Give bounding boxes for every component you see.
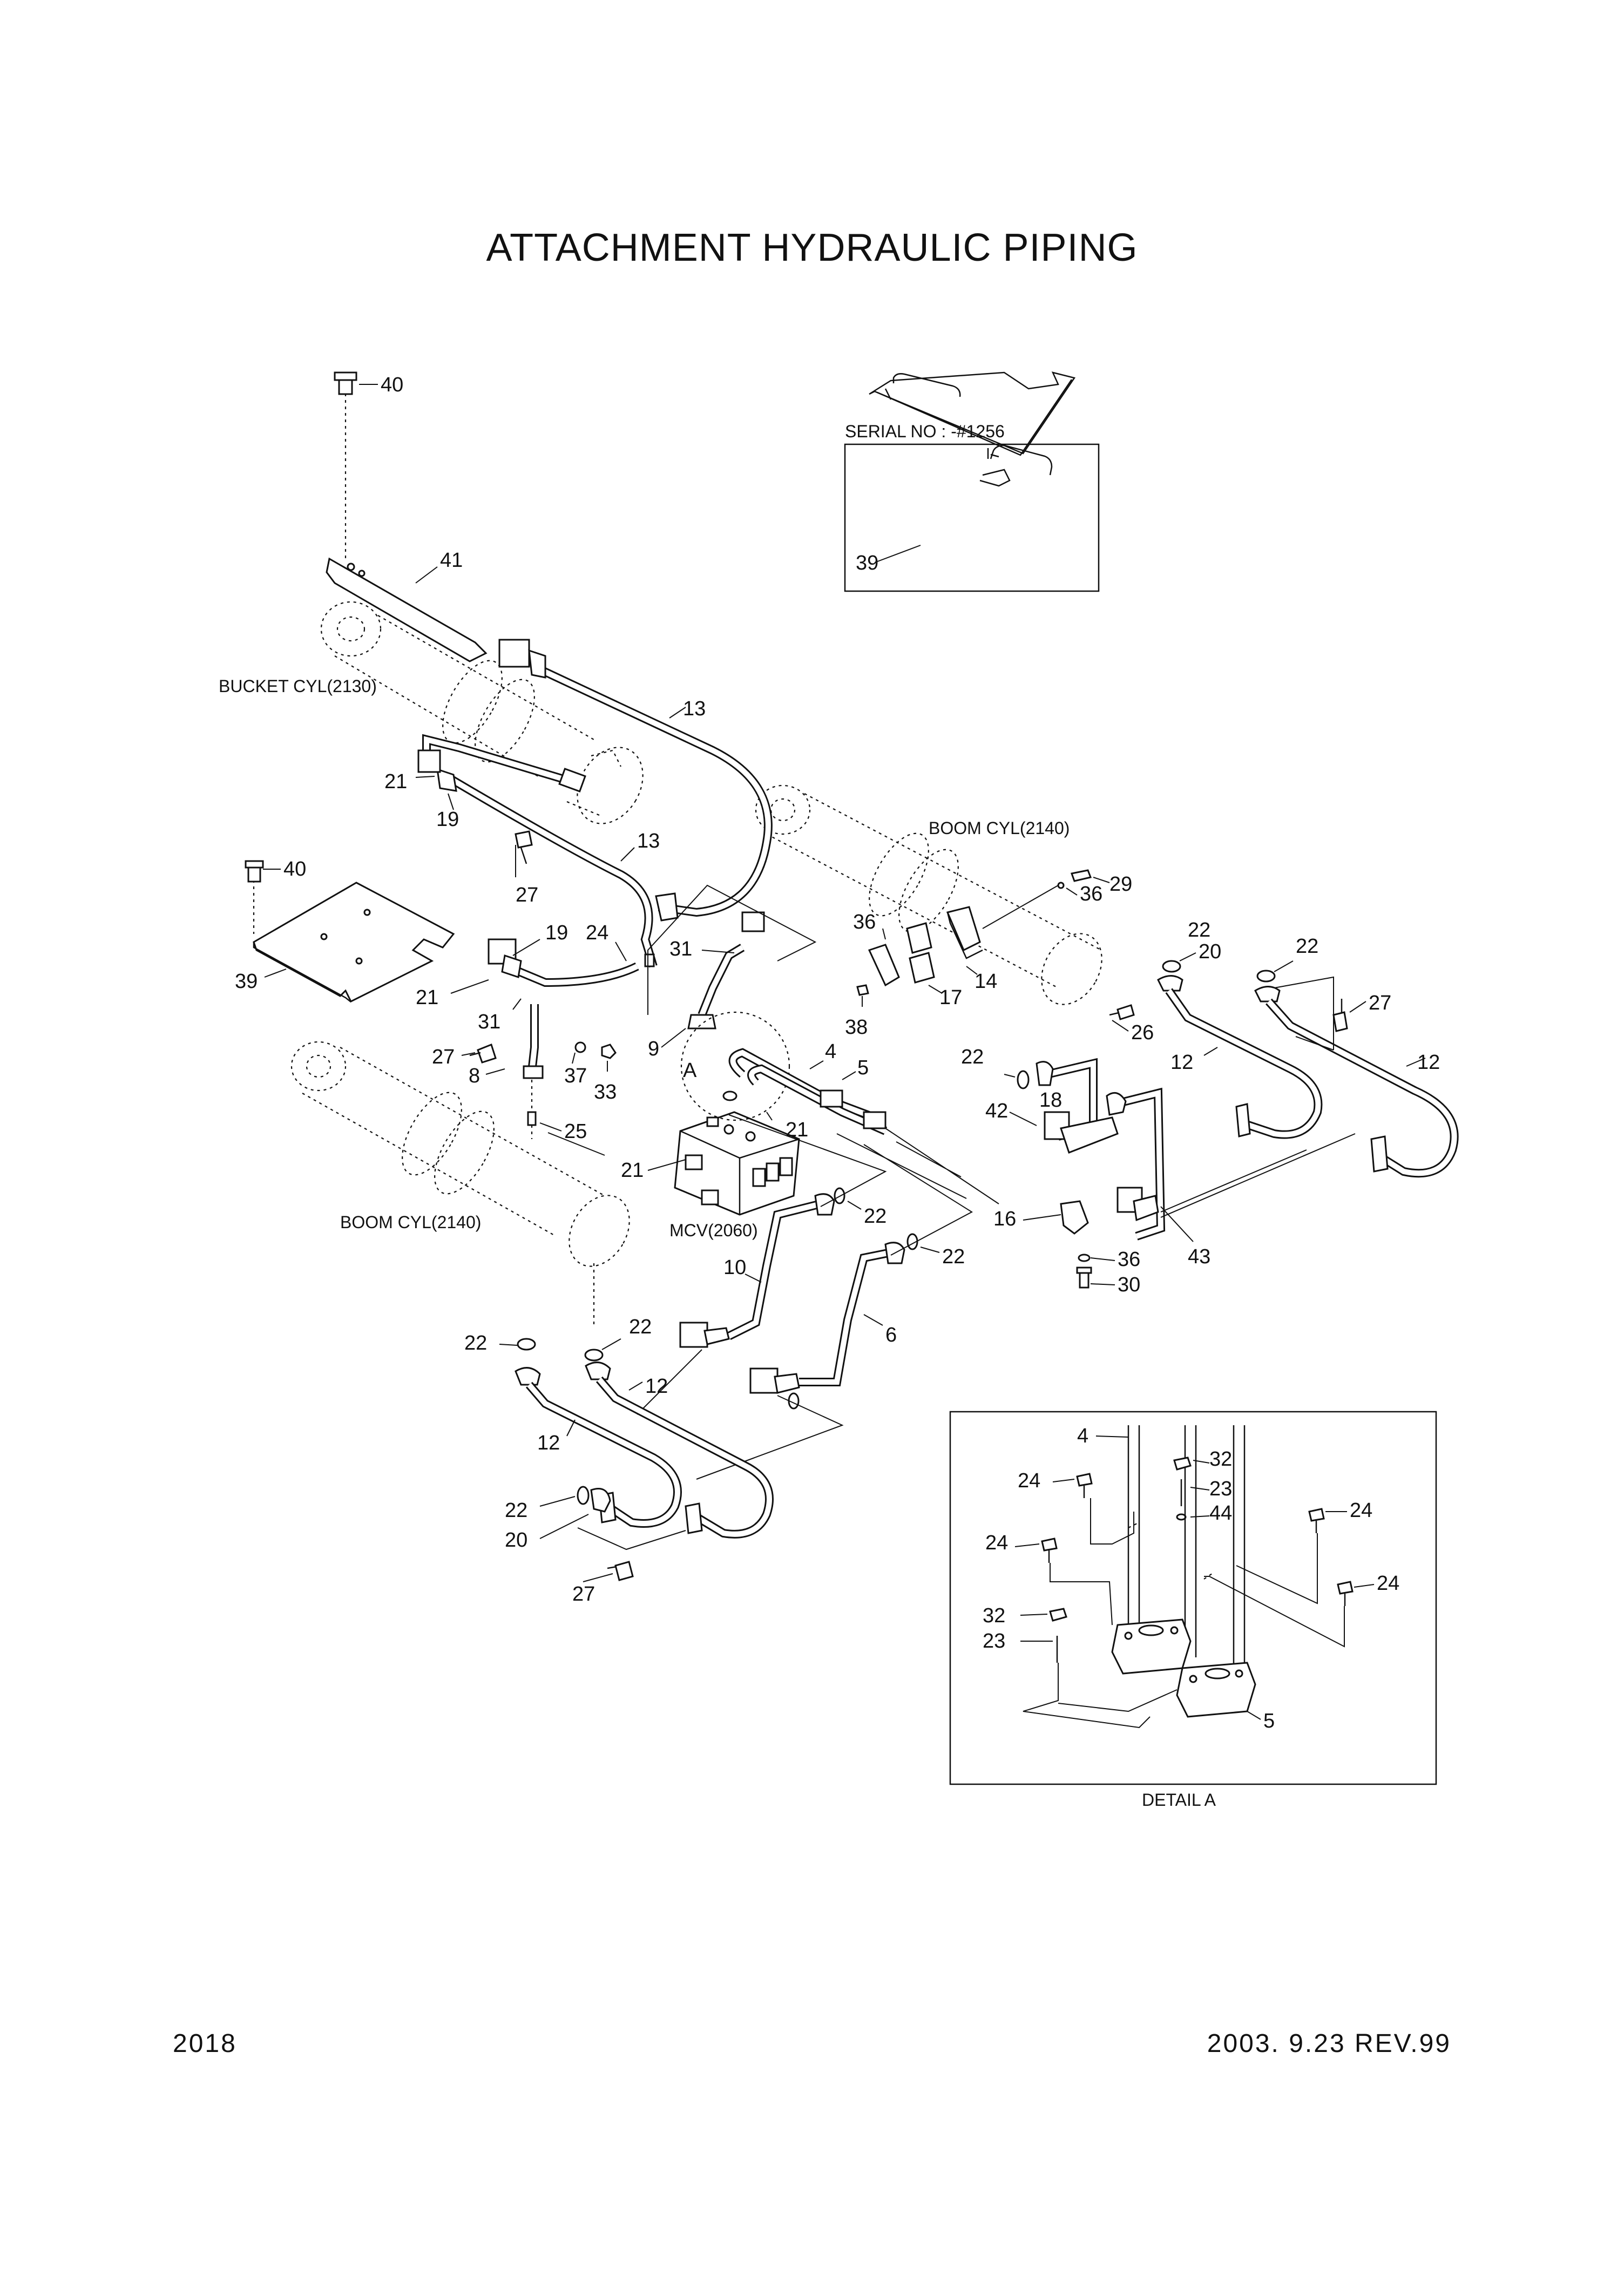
- part-number-31a: 31: [669, 938, 692, 960]
- part-number-25: 25: [564, 1120, 587, 1143]
- part-number-22g: 22: [629, 1316, 652, 1338]
- part-number-18: 18: [1039, 1089, 1062, 1112]
- part-number-33: 33: [594, 1081, 617, 1103]
- part-number-4a: 4: [825, 1040, 836, 1063]
- detail-part-44: 44: [1209, 1502, 1232, 1525]
- part-number-22e: 22: [942, 1245, 965, 1268]
- detail-part-24a: 24: [1018, 1469, 1040, 1492]
- part-number-21c: 21: [621, 1159, 644, 1182]
- part-number-31b: 31: [478, 1011, 500, 1033]
- part-number-13b: 13: [637, 830, 660, 852]
- serial-inset-box: SERIAL NO : -#1256 39: [844, 371, 1100, 592]
- bolt-27a: 27: [515, 830, 538, 906]
- mcv-label: MCV(2060): [669, 1221, 758, 1240]
- part-number-22h: 22: [505, 1499, 527, 1522]
- boom-cyl-lower-label: BOOM CYL(2140): [340, 1213, 481, 1232]
- cover-plate-39: 40 39: [235, 858, 455, 1003]
- part-number-14: 14: [975, 970, 997, 993]
- part-number-40b: 40: [283, 858, 306, 881]
- part-number-20b: 20: [505, 1529, 527, 1552]
- part-number-19a: 19: [436, 808, 459, 831]
- part-number-40a: 40: [381, 374, 403, 396]
- part-number-17: 17: [939, 986, 962, 1009]
- detail-part-24b: 24: [985, 1532, 1008, 1554]
- part-number-12a: 12: [1170, 1051, 1193, 1074]
- serial-number-label: SERIAL NO : -#1256: [845, 422, 1005, 441]
- page-title: ATTACHMENT HYDRAULIC PIPING: [486, 226, 1138, 269]
- part-number-8: 8: [469, 1065, 480, 1087]
- part-number-20a: 20: [1199, 940, 1221, 963]
- part-number-9: 9: [648, 1038, 659, 1060]
- pipes-10-6: 22 10 22 6: [593, 1114, 973, 1480]
- part-number-27a: 27: [516, 884, 538, 906]
- detail-part-5: 5: [1263, 1710, 1275, 1732]
- detail-part-32b: 32: [983, 1604, 1005, 1627]
- pipe-31-9: 31 9: [647, 884, 817, 1060]
- part-number-39b: 39: [235, 970, 258, 993]
- hose-13b: 13 21 19: [384, 734, 660, 968]
- part-number-27b: 27: [432, 1046, 455, 1068]
- mcv-valve: MCV(2060) 21 21: [621, 1111, 808, 1240]
- right-hoses-12: 22 20 12 22 12 27: [1157, 919, 1459, 1178]
- part-number-27d: 27: [572, 1583, 595, 1606]
- part-number-24a: 24: [586, 922, 608, 944]
- part-number-42: 42: [985, 1100, 1008, 1122]
- part-number-37: 37: [564, 1065, 587, 1087]
- detail-ref-a: A: [683, 1059, 697, 1082]
- bucket-cyl-label: BUCKET CYL(2130): [219, 676, 377, 696]
- part-number-22a: 22: [1188, 919, 1210, 942]
- detail-part-23b: 23: [983, 1630, 1005, 1652]
- detail-a-box: DETAIL A 4 5 32 23 44 24 24: [949, 1411, 1437, 1810]
- part-number-27c: 27: [1369, 992, 1391, 1014]
- hose-13: 13: [498, 639, 773, 922]
- part-number-38: 38: [845, 1016, 868, 1039]
- cover-41: 40 41: [326, 371, 488, 662]
- detail-part-24d: 24: [1377, 1572, 1399, 1595]
- part-number-22c: 22: [961, 1046, 984, 1068]
- part-number-22f: 22: [464, 1332, 487, 1354]
- part-number-16: 16: [993, 1208, 1016, 1230]
- part-number-22d: 22: [864, 1205, 887, 1228]
- detail-part-23a: 23: [1209, 1478, 1232, 1500]
- revision-date: 2003. 9.23 REV.99: [1207, 2029, 1451, 2058]
- part-number-29: 29: [1109, 873, 1132, 896]
- part-number-21b: 21: [416, 986, 438, 1009]
- part-number-43: 43: [1188, 1245, 1210, 1268]
- part-number-26: 26: [1131, 1021, 1154, 1044]
- detail-part-32a: 32: [1209, 1448, 1232, 1471]
- bucket-cylinder: BUCKET CYL(2130): [219, 601, 644, 824]
- detail-part-24c: 24: [1350, 1499, 1372, 1522]
- part-number-36c: 36: [1118, 1248, 1140, 1271]
- part-number-39a: 39: [856, 552, 878, 574]
- part-number-21d: 21: [786, 1119, 808, 1141]
- clamp-14-17: 36 38 14 17 36 29: [845, 869, 1132, 1039]
- part-number-36b: 36: [1080, 883, 1102, 905]
- part-number-5a: 5: [857, 1056, 869, 1079]
- part-number-41: 41: [440, 549, 463, 572]
- page-number: 2018: [173, 2029, 237, 2058]
- part-number-21a: 21: [384, 770, 407, 793]
- right-pipes-42-43: 26 22 18 42 43 16 36 30: [961, 1004, 1356, 1296]
- part-number-30: 30: [1118, 1274, 1140, 1296]
- left-clamp-cluster: 19 24 21 31 27 8 37 33 25: [416, 922, 655, 1156]
- part-number-36a: 36: [853, 911, 876, 933]
- detail-a-caption: DETAIL A: [1142, 1790, 1216, 1810]
- part-number-12d: 12: [537, 1432, 560, 1454]
- part-number-12b: 12: [1417, 1051, 1440, 1074]
- lower-hoses-12: 22 22 12 12 22 20 27: [464, 1316, 774, 1606]
- part-number-10: 10: [723, 1256, 746, 1279]
- detail-part-4: 4: [1077, 1425, 1088, 1447]
- boom-cylinder-lower: BOOM CYL(2140): [290, 1041, 630, 1267]
- part-number-19b: 19: [545, 922, 568, 944]
- boom-cylinder-upper: BOOM CYL(2140): [755, 784, 1102, 1005]
- part-number-13a: 13: [683, 697, 706, 720]
- detail-a-callout: A 4 5: [680, 1011, 999, 1204]
- part-number-12c: 12: [645, 1375, 668, 1398]
- part-number-22b: 22: [1296, 935, 1318, 958]
- part-number-6: 6: [885, 1324, 897, 1346]
- boom-cyl-upper-label: BOOM CYL(2140): [929, 818, 1070, 838]
